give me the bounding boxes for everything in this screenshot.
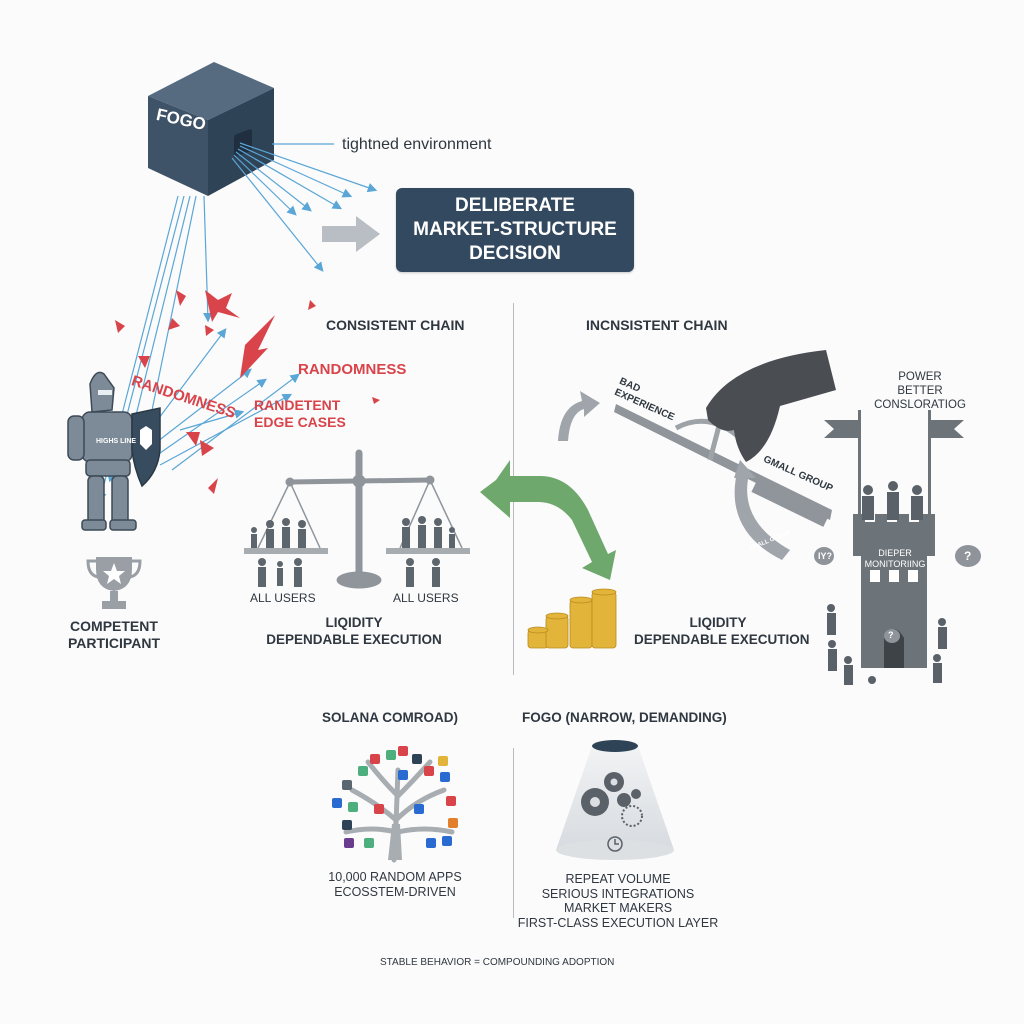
decision-box: DELIBERATE MARKET-STRUCTURE DECISION: [396, 188, 634, 272]
fogo-line: SERIOUS INTEGRATIONS: [541, 886, 695, 901]
edge-cases-label: RANDETENT EDGE CASES: [254, 397, 346, 431]
fogo-description: REPEAT VOLUME SERIOUS INTEGRATIONS MARKE…: [514, 872, 722, 930]
question-bubble: ?: [964, 549, 972, 563]
inconsistent-chain-title: INCNSISTENT CHAIN: [586, 317, 728, 333]
trophy-icon: [86, 557, 142, 609]
outcome-line: DEPENDABLE EXECUTION: [266, 632, 442, 647]
question-bubble: ?: [888, 630, 894, 640]
tower-text-line: MONITORIING: [864, 559, 926, 569]
tower-text: DIEPER MONITORIING: [863, 548, 927, 570]
power-label: POWER BETTER CONSLORATIOG: [874, 370, 966, 412]
right-pan-label: ALL USERS: [393, 591, 459, 605]
consistent-chain-title: CONSISTENT CHAIN: [326, 317, 465, 333]
tower-icon: [814, 410, 981, 685]
edge-cases-line: EDGE CASES: [254, 414, 346, 430]
fogo-title: FOGO (NARROW, DEMANDING): [522, 710, 727, 725]
gray-curved-arrow-icon: [558, 391, 600, 441]
app-tree-icon: [332, 746, 458, 863]
solana-title: SOLANA COMROAD): [322, 710, 458, 725]
left-pan-label: ALL USERS: [250, 591, 316, 605]
solana-line: ECOSSTEM-DRIVEN: [334, 885, 456, 899]
footer-caption: STABLE BEHAVIOR = COMPOUNDING ADOPTION: [380, 957, 615, 968]
tower-text-line: DIEPER: [878, 548, 912, 558]
balance-scale-icon: [244, 449, 470, 589]
green-transfer-arrow: [480, 460, 616, 580]
consistent-outcome: LIQIDITY DEPENDABLE EXECUTION: [262, 614, 446, 648]
inconsistent-outcome: LIQIDITY DEPENDABLE EXECUTION: [634, 614, 810, 648]
solana-line: 10,000 RANDOM APPS: [328, 870, 462, 884]
randomness-label: RANDOMNESS: [298, 361, 407, 378]
arrow-right-icon: [322, 216, 380, 252]
decision-line: MARKET-STRUCTURE: [413, 219, 617, 240]
bottom-divider: [513, 748, 514, 918]
edge-cases-line: RANDETENT: [254, 397, 341, 413]
power-line: CONSLORATIOG: [874, 399, 966, 411]
fogo-line: REPEAT VOLUME: [565, 872, 671, 886]
fogo-line: FIRST-CLASS EXECUTION LAYER: [517, 915, 719, 930]
solana-description: 10,000 RANDOM APPS ECOSSTEM-DRIVEN: [320, 870, 470, 900]
funnel-gears-icon: [556, 740, 674, 860]
decision-line: DELIBERATE: [455, 195, 575, 216]
knight-chest-text: HIGHS LINE: [96, 438, 137, 445]
coin-stacks-icon: [527, 588, 617, 649]
environment-label: tightned environment: [342, 136, 492, 153]
power-line: BETTER: [897, 385, 943, 397]
outcome-line: DEPENDABLE EXECUTION: [634, 632, 810, 647]
trophy-label-line: COMPETENT: [70, 618, 158, 634]
seesaw-icon: [614, 350, 836, 560]
outcome-line: LIQIDITY: [325, 615, 383, 630]
knight-icon: [67, 371, 161, 531]
trophy-label-line: PARTICIPANT: [67, 635, 161, 651]
question-bubble: IY?: [818, 551, 833, 561]
outcome-line: LIQIDITY: [689, 615, 747, 630]
trophy-label: COMPETENT PARTICIPANT: [56, 618, 172, 652]
fogo-line: MARKET MAKERS: [563, 901, 673, 915]
power-line: POWER: [898, 371, 942, 383]
decision-line: DECISION: [469, 243, 561, 264]
